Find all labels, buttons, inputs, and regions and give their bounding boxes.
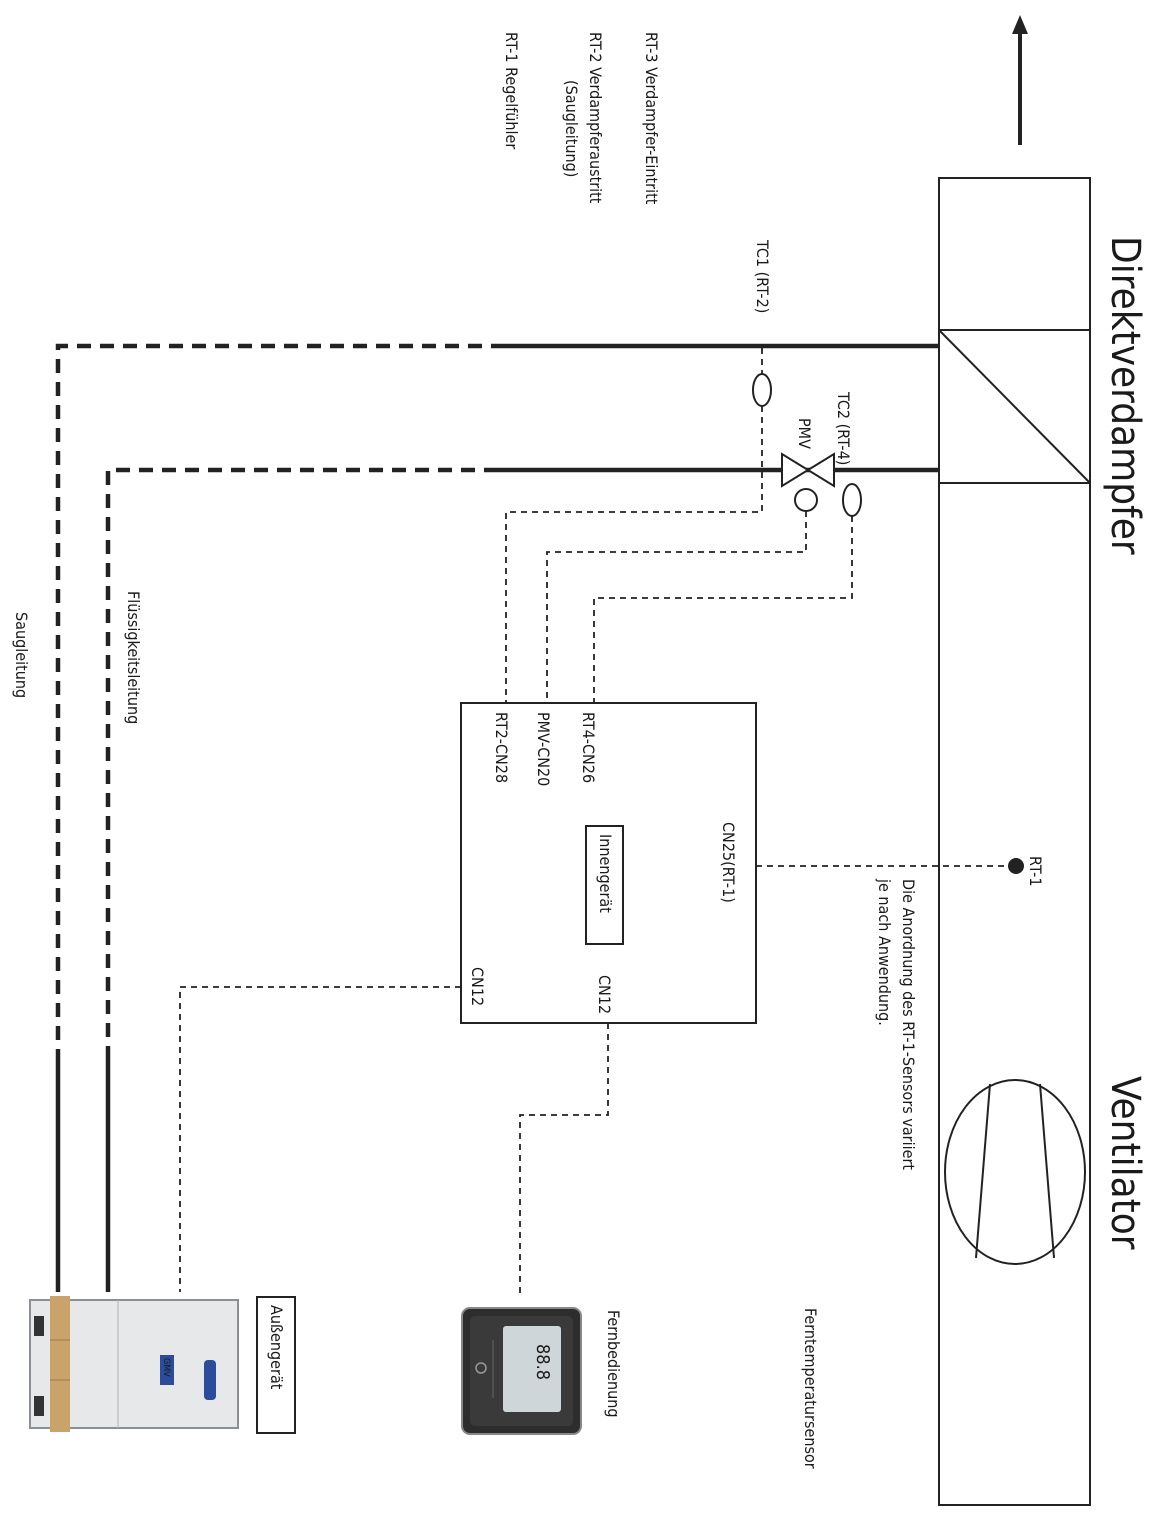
sensor-wiring <box>505 348 853 703</box>
controller-wiring <box>179 986 609 1298</box>
suction-line <box>55 343 939 1292</box>
outdoor-unit-label-box <box>256 1296 296 1434</box>
remote-button-icon <box>475 1362 487 1374</box>
airflow-arrow-icon <box>1012 15 1028 145</box>
legend-rt3: RT-3 Verdampfer-Eintritt <box>642 32 661 205</box>
remote-control-label: Fernbedienung <box>604 1310 623 1418</box>
tc2-sensor <box>842 483 862 517</box>
fan-label: Ventilator <box>1102 1076 1148 1250</box>
indoor-unit-label: Innengerät <box>596 834 615 913</box>
tc1-sensor <box>752 373 772 407</box>
pmv-label: PMV <box>795 418 814 449</box>
remote-sensor-label: Ferntemperatursensor <box>801 1308 820 1469</box>
remote-display-digits: 88.8 <box>532 1344 553 1380</box>
suction-line-label: Saugleitung <box>12 612 31 698</box>
tc1-label: TC1 (RT-2) <box>753 239 772 313</box>
connector-rt2-cn28: RT2-CN28 <box>492 712 511 783</box>
duct-outline <box>938 177 1091 1506</box>
rt1-note-line2: je nach Anwendung. <box>875 878 894 1026</box>
legend-rt1: RT-1 Regelfühler <box>502 32 521 149</box>
outdoor-unit-label: Außengerät <box>267 1305 286 1390</box>
tc2-label: TC2 (RT-4) <box>834 391 853 465</box>
outdoor-unit-fan-grille <box>50 1296 70 1432</box>
connector-pmv-cn20: PMV-CN20 <box>534 712 553 786</box>
rt1-wiring <box>756 858 1024 874</box>
remote-display <box>503 1326 561 1412</box>
outdoor-unit-badge <box>160 1355 174 1385</box>
remote-control: 88.8 <box>461 1307 582 1435</box>
pmv-valve-icon <box>781 452 835 512</box>
connector-cn25: CN25(RT-1) <box>719 822 738 903</box>
liquid-line-label: Flüssigkeitsleitung <box>124 591 143 724</box>
rt1-sensor-icon <box>1008 858 1024 874</box>
liquid-line <box>105 467 939 1292</box>
outdoor-unit-brand: GMV <box>161 1358 171 1377</box>
sensor-legend: RT-3 Verdampfer-Eintritt RT-2 Verdampfer… <box>502 32 661 205</box>
rt1-note-line1: Die Anordnung des RT-1-Sensors variiert <box>899 879 918 1170</box>
connector-cn12-outdoor: CN12 <box>468 967 487 1006</box>
evaporator-coil <box>938 329 1091 484</box>
fan-icon <box>944 1079 1086 1265</box>
title-direktverdampfer: Direktverdampfer <box>1102 236 1148 555</box>
legend-rt2: RT-2 Verdampferaustritt <box>586 32 605 204</box>
duct <box>938 177 1091 1506</box>
rt1-label: RT-1 <box>1026 856 1045 887</box>
connector-cn12-remote: CN12 <box>595 975 614 1014</box>
indoor-unit-label-box <box>585 825 624 945</box>
legend-rt2-suction: (Saugleitung) <box>562 80 581 177</box>
connector-rt4-cn26: RT4-CN26 <box>579 712 598 783</box>
outdoor-unit: GMV <box>29 1296 239 1432</box>
